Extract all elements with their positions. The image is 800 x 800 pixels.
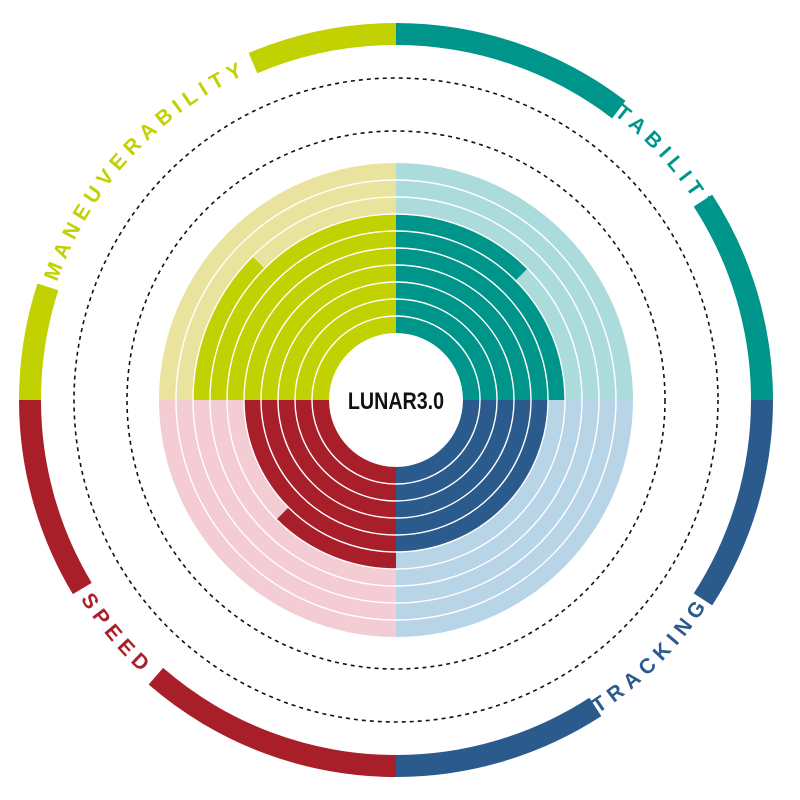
outer-arc-tracking: [693, 400, 773, 606]
outer-arc-maneuverability: [19, 283, 59, 400]
bar-speed-ring-1: [312, 400, 396, 484]
outer-arc-speed: [148, 667, 396, 777]
ring-separator: [226, 230, 566, 570]
bar-maneuverability-ring-6: [227, 231, 396, 400]
bar-stability-ring-1: [396, 316, 480, 400]
ring-separator: [175, 179, 617, 621]
ring-separator: [260, 264, 532, 536]
bar-maneuverability-ring-1: [312, 316, 396, 400]
outer-arc-maneuverability: [248, 23, 396, 74]
inner-dashed-circle: [126, 130, 666, 670]
bar-stability-ring-5: [396, 248, 548, 400]
bar-maneuverability-ring-2: [295, 299, 396, 400]
rings: [159, 163, 633, 637]
bar-maneuverability-ring-3: [278, 282, 396, 400]
bar-stability-ring-3: [396, 282, 514, 400]
bar-stability-ring-4: [396, 265, 531, 400]
outer-dashed-circle: [73, 77, 719, 723]
label-text: TRACKING: [588, 592, 708, 718]
bar-speed-ring-2: [295, 400, 396, 501]
bar-speed-ring-3: [278, 400, 396, 518]
label-text: STABILITY: [595, 88, 716, 222]
outer-category-arcs: [19, 23, 773, 777]
bar-stability-ring-6: [396, 231, 565, 400]
bar-maneuverability-ring-4: [261, 265, 396, 400]
bar-speed-ring-5: [244, 400, 396, 552]
bar-maneuverability-ring-5: [244, 248, 396, 400]
ring-separator: [192, 196, 600, 604]
outer-arc-stability: [396, 23, 626, 119]
bar-tracking-ring-5: [396, 400, 548, 552]
bar-tracking-ring-3: [396, 400, 514, 518]
center-title: LUNAR3.0: [348, 387, 444, 414]
bar-tracking-ring-2: [396, 400, 497, 501]
label-tracking: TRACKING: [588, 592, 714, 718]
ring-separator: [243, 247, 549, 553]
ring-separator: [311, 315, 481, 485]
outer-arc-tracking: [396, 697, 602, 777]
ring-separator: [209, 213, 583, 587]
outer-arc-speed: [19, 400, 92, 595]
bar-maneuverability-ring-7: [210, 214, 396, 400]
ring-separator: [277, 281, 515, 519]
bar-tracking-ring-1: [396, 400, 480, 484]
label-stability: STABILITY: [595, 88, 722, 222]
ring-separator: [294, 298, 498, 502]
outer-arc-stability: [693, 194, 773, 400]
bar-tracking-ring-4: [396, 400, 531, 535]
bar-stability-ring-2: [396, 299, 497, 400]
bar-speed-ring-4: [261, 400, 396, 535]
bar-stability-ring-7: [396, 214, 528, 281]
bar-maneuverability-ring-8: [193, 256, 265, 400]
